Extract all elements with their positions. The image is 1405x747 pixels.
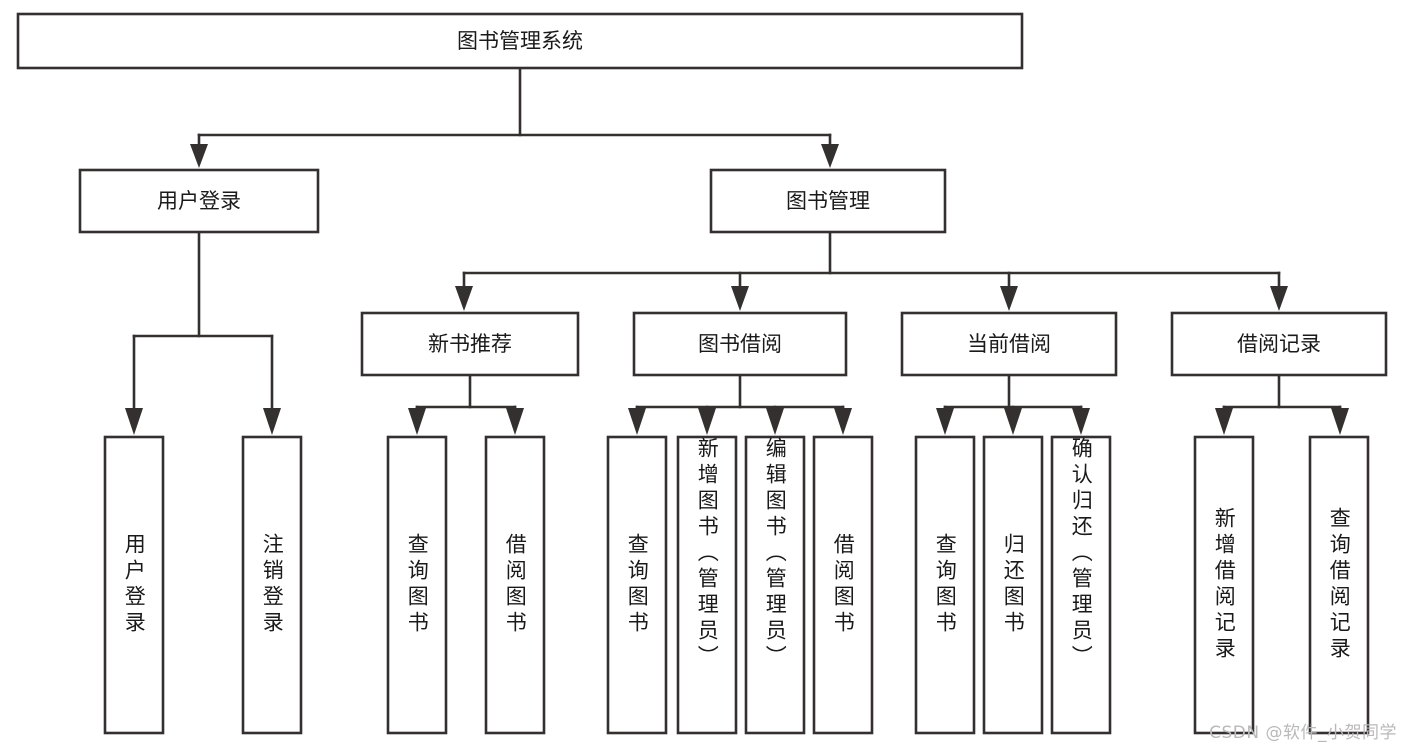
node-leaf-query-book-1-box[interactable] [386,435,448,735]
arrow-head-borrow-record [1270,286,1288,311]
arrow-head-current-borrow [1000,286,1018,311]
node-borrow-record-box[interactable] [1170,311,1388,377]
node-borrow-record-label: 借阅记录 [1237,332,1321,356]
node-current-borrow-box[interactable] [900,311,1118,377]
node-current-borrow-label: 当前借阅 [967,332,1051,356]
node-user-login-box[interactable] [78,168,320,234]
arrow-head-new-book-recommend [455,286,473,311]
node-root-label: 图书管理系统 [457,29,583,53]
node-leaf-logout-box[interactable] [241,435,303,735]
arrow-head-leaf-logout [263,408,281,435]
node-leaf-query-book-3-box[interactable] [914,435,976,735]
node-leaf-borrow-book-2-box[interactable] [812,435,874,735]
arrow-head-leaf-edit-book [766,408,784,435]
node-book-borrow-label: 图书借阅 [698,332,782,356]
node-book-manage-label: 图书管理 [786,189,870,213]
arrow-head-leaf-user-login [125,408,143,435]
node-leaf-user-login-box[interactable] [103,435,165,735]
node-leaf-query-book-2-box[interactable] [606,435,668,735]
watermark-text: CSDN @软件_小贺同学 [1209,723,1397,743]
node-leaf-add-record-box[interactable] [1193,435,1255,735]
arrow-head-leaf-query-book-2 [628,408,646,435]
connector-layer [125,66,1349,435]
node-book-manage-box[interactable] [709,168,947,234]
arrow-head-leaf-add-book [698,408,716,435]
arrow-head-leaf-add-record [1215,408,1233,435]
box-layer: 图书管理系统 用户登录 图书管理 新书推荐 图书借阅 当前借阅 借阅记录 [16,12,1388,735]
arrow-head-book-manage [821,144,839,168]
arrow-head-user-login [190,144,208,168]
node-user-login-label: 用户登录 [157,189,241,213]
node-new-book-recommend-box[interactable] [360,311,580,377]
arrow-head-leaf-confirm-return [1072,408,1090,435]
arrow-head-leaf-query-book-1 [408,408,426,435]
node-leaf-add-book-box[interactable] [676,435,738,735]
arrow-head-leaf-return-book [1004,408,1022,435]
node-leaf-borrow-book-1-box[interactable] [484,435,546,735]
node-leaf-query-record-box[interactable] [1308,435,1370,735]
node-leaf-confirm-return-box[interactable] [1050,435,1112,735]
arrow-head-leaf-query-record [1331,408,1349,435]
arrow-head-leaf-borrow-book-1 [506,408,524,435]
arrow-head-book-borrow [731,286,749,311]
arrow-head-leaf-query-book-3 [936,408,954,435]
node-root-box[interactable] [16,12,1024,70]
node-book-borrow-box[interactable] [632,311,848,377]
node-new-book-recommend-label: 新书推荐 [428,332,512,356]
arrow-head-leaf-borrow-book-2 [834,408,852,435]
node-leaf-edit-book-box[interactable] [744,435,806,735]
node-leaf-return-book-box[interactable] [982,435,1044,735]
